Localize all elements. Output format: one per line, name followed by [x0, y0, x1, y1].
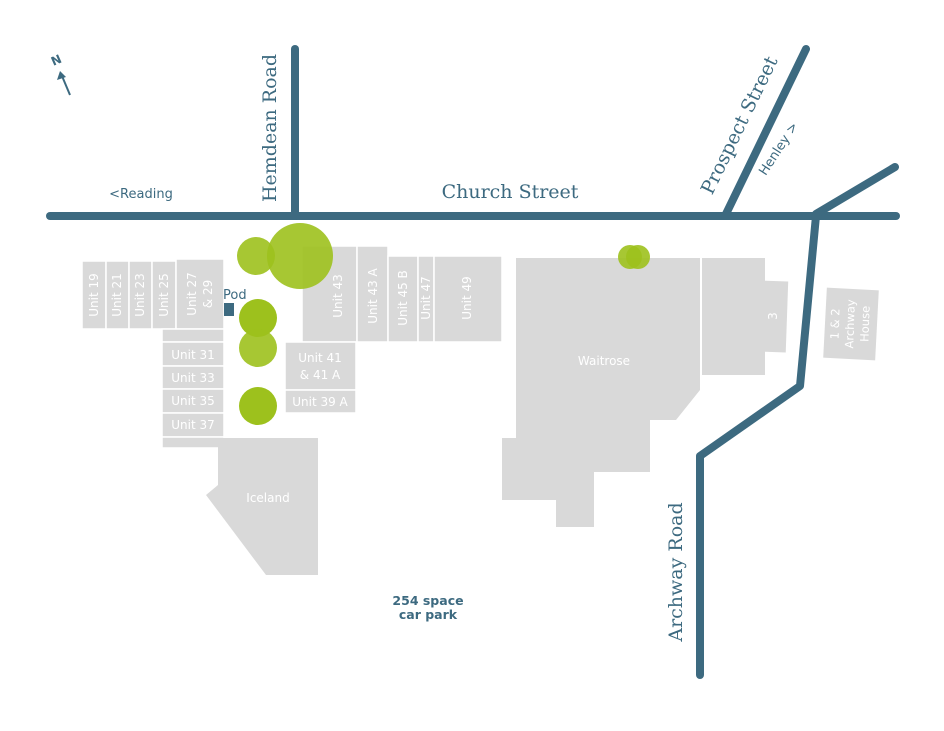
unit-23-label: Unit 23: [133, 273, 147, 317]
unit-43-label: Unit 43: [331, 274, 345, 318]
archway-house-label-2: Archway: [842, 299, 858, 349]
iceland-building: [206, 438, 318, 575]
unit-31-label: Unit 31: [171, 348, 215, 362]
unit-41a-label: & 41 A: [300, 368, 341, 382]
unit-19-label: Unit 19: [87, 273, 101, 317]
car-park-label-2: car park: [399, 607, 458, 622]
unit-43a-label: Unit 43 A: [366, 267, 380, 323]
unit-25-label: Unit 25: [157, 273, 171, 317]
archway-road: [696, 212, 820, 679]
church-street-label: Church Street: [442, 181, 579, 203]
archway-house-building: [823, 287, 879, 361]
prospect-street-road: [721, 45, 810, 220]
unit-47-label: Unit 47: [419, 276, 433, 320]
unit-37-label: Unit 37: [171, 418, 215, 432]
north-label: N: [49, 52, 64, 69]
unit-strip-2: [161, 436, 225, 449]
pod-marker: [224, 303, 234, 316]
car-park-label-1: 254 space: [392, 593, 463, 608]
tree-icon: [267, 223, 333, 289]
waitrose-label: Waitrose: [578, 354, 630, 368]
unit-41-label: Unit 41: [298, 351, 342, 365]
waitrose-building: [502, 258, 700, 527]
unit-27-29: [175, 258, 225, 330]
hemdean-road-label: Hemdean Road: [259, 54, 281, 202]
unit-41: [284, 341, 357, 391]
unit-27-label: Unit 27: [185, 272, 199, 316]
north-arrow-icon: N: [49, 52, 71, 96]
unit-49-label: Unit 49: [460, 276, 474, 320]
archway-house-label-1: 1 & 2: [827, 308, 842, 339]
unit-45b: [387, 255, 419, 343]
tree-icon: [239, 329, 277, 367]
henley-road: [812, 163, 899, 218]
unit-33-label: Unit 33: [171, 371, 215, 385]
tree-icon: [237, 237, 275, 275]
pod-label: Pod: [223, 288, 247, 303]
unit-3-building: [758, 280, 789, 353]
trees: [237, 223, 650, 425]
unit-49: [433, 255, 503, 343]
unit-19: [81, 260, 107, 330]
to-reading-label: <Reading: [109, 187, 173, 202]
waitrose-annex: [702, 258, 765, 375]
archway-house-label-3: House: [857, 306, 872, 343]
unit-21-label: Unit 21: [110, 273, 124, 317]
archway-road-label: Archway Road: [665, 502, 687, 642]
roads: [46, 45, 900, 679]
unit-3-label: 3: [766, 312, 780, 320]
unit-45b-label: Unit 45 B: [396, 270, 410, 326]
unit-strip: [161, 328, 225, 343]
unit-39a: [284, 389, 357, 414]
unit-39a-label: Unit 39 A: [292, 395, 348, 409]
unit-29-label: & 29: [201, 280, 215, 308]
unit-35-label: Unit 35: [171, 394, 215, 408]
tree-icon: [626, 245, 650, 269]
tree-icon: [239, 299, 277, 337]
iceland-label: Iceland: [246, 491, 289, 505]
tree-icon: [239, 387, 277, 425]
